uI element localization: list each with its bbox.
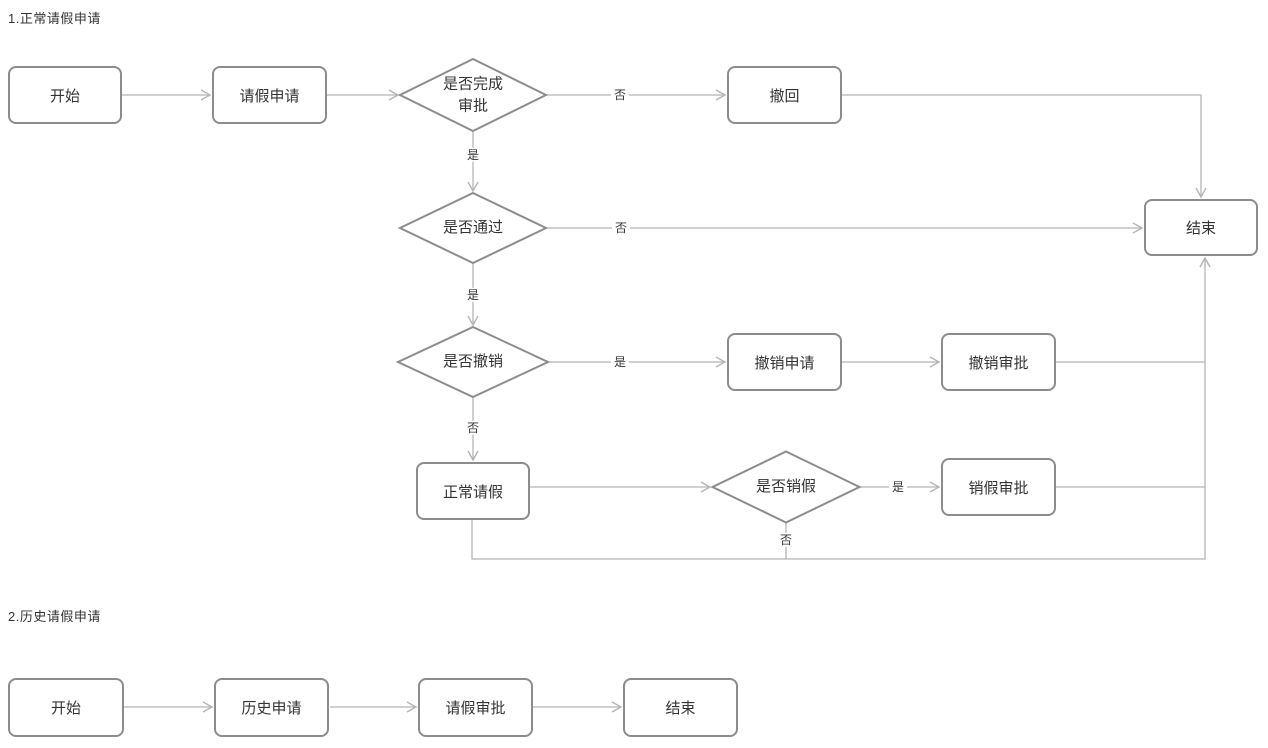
edge-withdraw-to-end-top — [842, 94, 1207, 199]
node-decision-cancel-leave — [710, 450, 862, 524]
node-decision-revoke — [395, 325, 551, 399]
edge-rail-to-end-bottom — [471, 256, 1211, 560]
node-decision-pass — [397, 191, 549, 265]
node-decision-approval-complete — [397, 57, 549, 133]
